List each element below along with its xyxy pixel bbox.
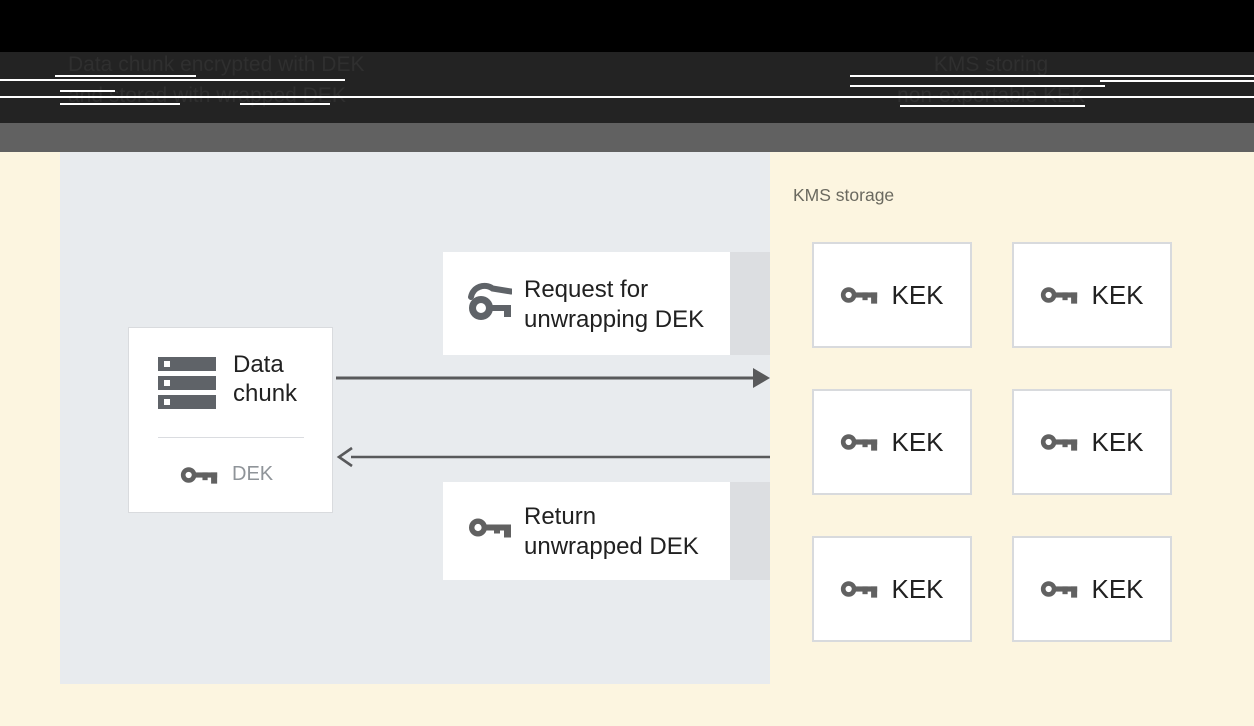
request-unwrap-line2: unwrapping DEK [524,305,705,333]
request-arrow-right [336,368,770,388]
key-icon [1041,434,1078,451]
kek-label: KEK [891,279,944,310]
glitch-line [0,79,345,81]
gray-divider-band [0,123,1254,152]
wrapped-key-icon [468,283,512,320]
key-icon [841,434,878,451]
kek-label: KEK [1091,573,1144,604]
kek-label: KEK [1091,279,1144,310]
kek-box: KEK [1012,389,1172,495]
header-black-band: Data chunk encrypted with DEK and stored… [0,0,1254,123]
glitch-line [850,75,1254,77]
kek-label: KEK [891,573,944,604]
kek-label: KEK [891,426,944,457]
caption-data-chunk-line2: and stored with wrapped DEK [68,84,346,107]
key-icon [1041,287,1078,304]
request-unwrap-text: Request for unwrapping DEK [524,275,704,334]
glitch-line [900,105,1085,107]
header-inner-band [0,52,1254,123]
return-unwrapped-line1: Return [524,503,597,530]
glitch-line [240,103,330,105]
return-unwrapped-line2: unwrapped DEK [524,532,699,560]
dek-label: DEK [232,463,274,485]
glitch-line [850,85,1105,87]
glitch-line [0,96,1254,98]
glitch-line [1100,80,1254,82]
kek-label: KEK [1091,426,1144,457]
kek-box: KEK [812,536,972,642]
kek-box: KEK [1012,536,1172,642]
return-arrow-left [336,446,770,468]
glitch-line [60,90,115,92]
kek-box: KEK [812,389,972,495]
kms-storage-title: KMS storage [793,185,895,205]
data-chunk-label: Data chunk [233,351,298,407]
caption-data-chunk-line1: Data chunk encrypted with DEK [68,53,365,76]
caption-kms-storing-line1: KMS storing [933,53,1049,76]
kek-box: KEK [812,242,972,348]
return-card-shadow-strip [730,482,770,580]
kek-grid: KEK KEK KEK KEK [812,242,1172,642]
card-divider [158,437,304,438]
key-icon [1041,581,1078,598]
glitch-line [55,75,196,77]
request-unwrap-line1: Request for [524,276,649,303]
key-icon [841,581,878,598]
request-unwrap-card: Request for unwrapping DEK [443,252,730,355]
key-icon [180,467,218,484]
return-unwrapped-text: Return unwrapped DEK [524,502,699,561]
return-unwrapped-card: Return unwrapped DEK [443,482,730,580]
caption-kms-storing-line2: non-exportable KEK [897,84,1085,107]
key-icon [841,287,878,304]
key-icon [469,518,511,538]
storage-icon [158,357,216,409]
data-chunk-card: Data chunk DEK [128,327,333,513]
request-card-shadow-strip [730,252,770,355]
glitch-line [60,103,180,105]
caption-data-chunk: Data chunk encrypted with DEK and stored… [68,49,364,111]
caption-kms-storing: KMS storing non-exportable KEK [845,49,1137,111]
kek-box: KEK [1012,242,1172,348]
